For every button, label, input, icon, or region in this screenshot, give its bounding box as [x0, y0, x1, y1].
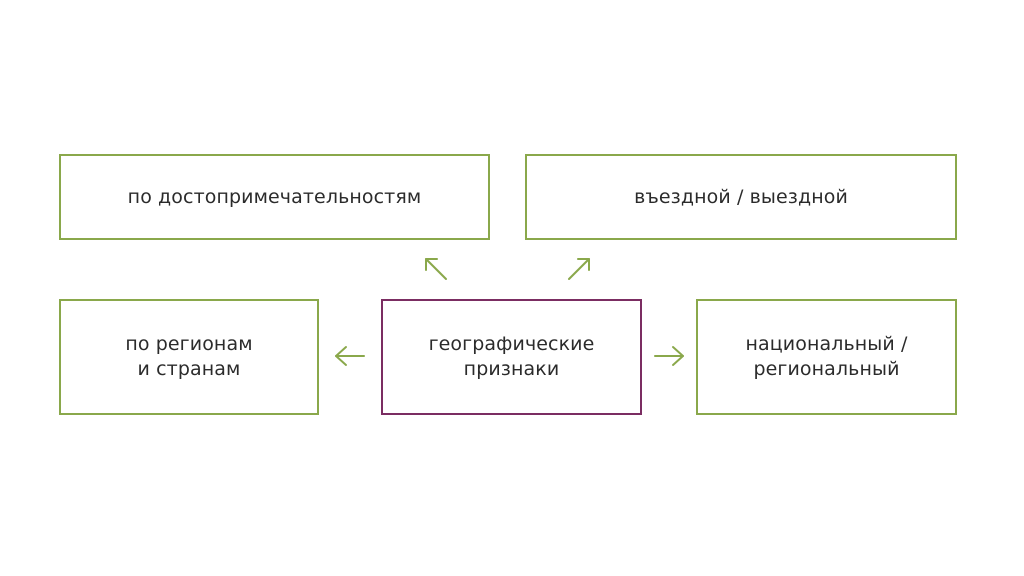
node-attractions-label: по достопримечательностям: [127, 185, 422, 208]
arrow-to-regions: [335, 346, 365, 366]
node-regions-countries-label: по регионам и странам: [125, 333, 253, 380]
node-regions-countries: по регионам и странам: [59, 299, 319, 415]
node-inbound-outbound-label: въездной / выездной: [634, 185, 848, 208]
arrow-to-national: [654, 346, 684, 366]
node-national-regional: национальный / региональный: [696, 299, 957, 415]
node-national-regional-label: национальный / региональный: [745, 333, 908, 380]
node-inbound-outbound: въездной / выездной: [525, 154, 957, 240]
node-geographic-features: географические признаки: [381, 299, 642, 415]
arrow-to-inbound-outbound: [568, 258, 590, 280]
arrow-to-attractions: [425, 258, 447, 280]
node-geographic-features-label: географические признаки: [428, 333, 595, 380]
node-attractions: по достопримечательностям: [59, 154, 490, 240]
